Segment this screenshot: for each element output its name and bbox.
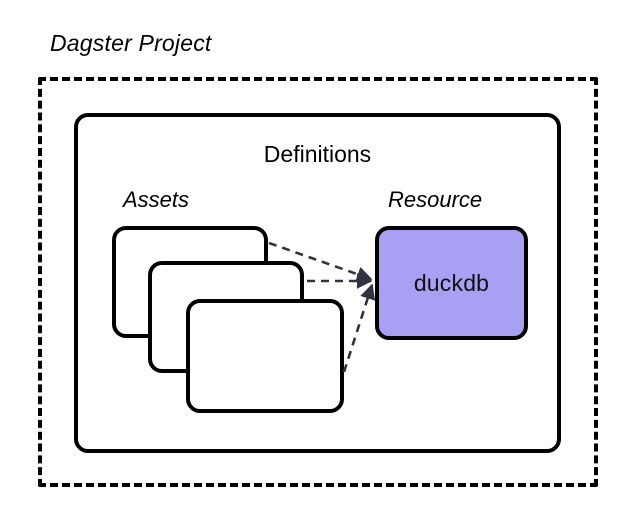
dagster-project-container: [38, 77, 598, 487]
definitions-label: Definitions: [263, 141, 372, 167]
resource-group-label: Resource: [388, 187, 483, 212]
resource-node-duckdb[interactable]: duckdb: [375, 226, 528, 340]
asset-card[interactable]: [186, 299, 344, 413]
page-title: Dagster Project: [50, 30, 212, 56]
assets-group-label: Assets: [123, 187, 190, 212]
resource-node-label: duckdb: [413, 269, 490, 296]
